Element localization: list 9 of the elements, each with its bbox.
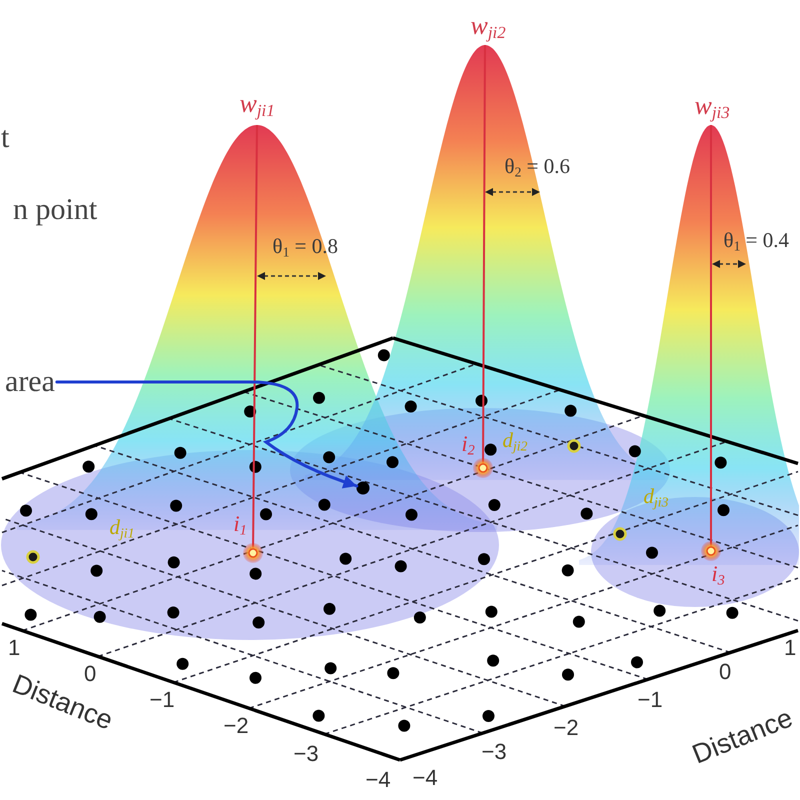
axis-tick-label: −4 <box>412 767 438 789</box>
axis-tick-label: 1 <box>784 637 796 659</box>
axis-tick-label: −4 <box>366 769 391 791</box>
axis-tick-label: 1 <box>8 637 20 659</box>
axis-tick-label: −3 <box>482 741 507 763</box>
axis-tick-label: −3 <box>294 743 319 765</box>
annotation-text: t <box>1 123 10 153</box>
annotation-text: n point <box>13 195 98 225</box>
width-parameter-label: θ$_{1}$ = 0.4 <box>724 230 789 250</box>
